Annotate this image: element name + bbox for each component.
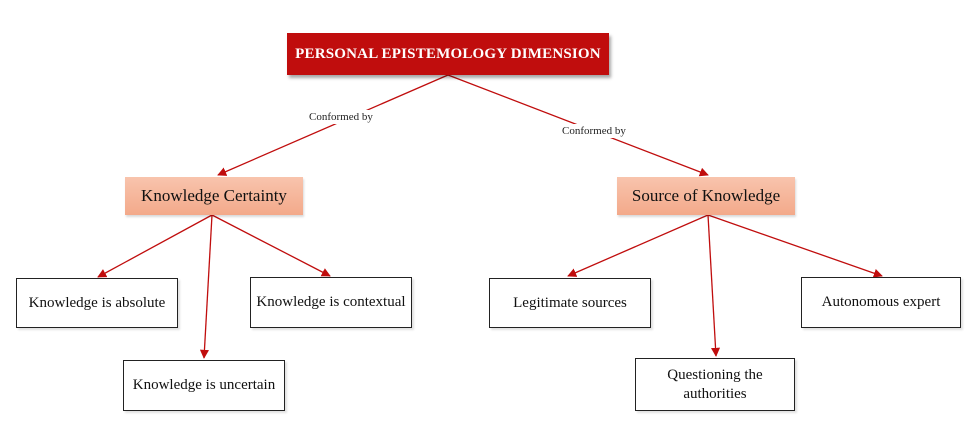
root-label: PERSONAL EPISTEMOLOGY DIMENSION	[295, 45, 601, 62]
arrow-certainty-to-contextual	[211, 214, 331, 277]
leaf-label: Knowledge is contextual	[256, 294, 406, 311]
leaf-label: Questioning the authorities	[667, 366, 763, 402]
leaf-autonomous-expert: Autonomous expert	[801, 277, 961, 328]
root-node: PERSONAL EPISTEMOLOGY DIMENSION	[287, 33, 609, 75]
leaf-questioning-authorities: Questioning the authorities	[635, 358, 795, 411]
arrow-source-to-legitimate	[567, 214, 709, 277]
arrow-root-to-certainty	[217, 74, 449, 176]
category-label: Source of Knowledge	[631, 186, 781, 206]
leaf-label: Knowledge is absolute	[28, 294, 166, 311]
category-source-of-knowledge: Source of Knowledge	[617, 177, 795, 215]
leaf-label: Autonomous expert	[821, 294, 941, 311]
leaf-knowledge-absolute: Knowledge is absolute	[16, 278, 178, 328]
category-knowledge-certainty: Knowledge Certainty	[125, 177, 303, 215]
arrow-source-to-autonomous	[707, 214, 883, 278]
arrow-certainty-to-absolute	[97, 214, 213, 278]
arrow-certainty-to-uncertain	[199, 214, 213, 359]
edge-label-left: Conformed by	[306, 110, 376, 124]
leaf-knowledge-uncertain: Knowledge is uncertain	[123, 360, 285, 411]
leaf-legitimate-sources: Legitimate sources	[489, 278, 651, 328]
category-label: Knowledge Certainty	[141, 186, 287, 206]
leaf-label: Legitimate sources	[513, 294, 627, 311]
edge-label-right: Conformed by	[559, 124, 629, 138]
leaf-label: Knowledge is uncertain	[132, 377, 276, 394]
leaf-knowledge-contextual: Knowledge is contextual	[250, 277, 412, 328]
arrow-source-to-questioning	[707, 214, 721, 357]
